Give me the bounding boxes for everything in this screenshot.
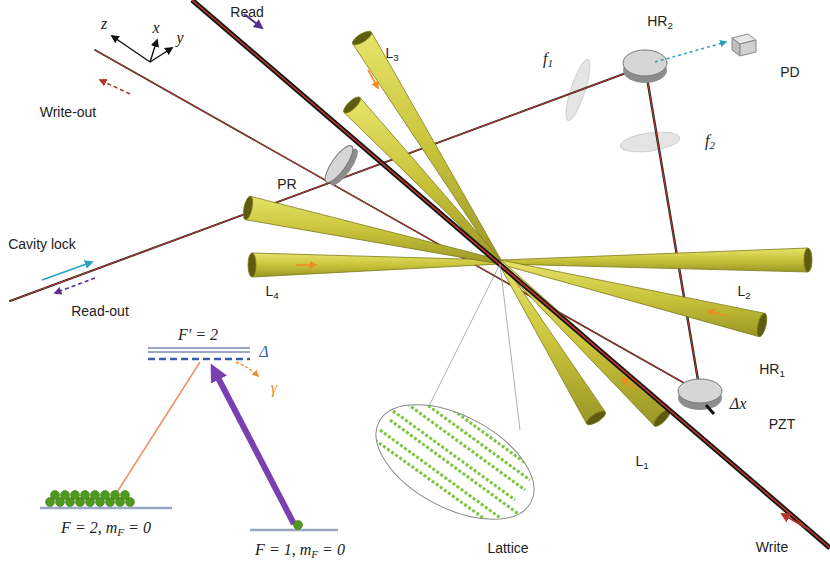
- part-label: HR1: [759, 362, 785, 379]
- part-label: HR2: [647, 14, 673, 31]
- part-label: F = 2, mF = 0: [61, 520, 151, 539]
- part-label: x: [152, 20, 159, 36]
- part-label: f2: [705, 133, 715, 152]
- part-label: L1: [635, 454, 648, 471]
- part-label: PD: [780, 65, 799, 79]
- part-label: F = 1, mF = 0: [255, 542, 345, 561]
- part-label: Δ: [259, 344, 268, 360]
- part-label: L4: [265, 284, 278, 301]
- part-label: y: [176, 30, 183, 46]
- part-label: Lattice: [487, 541, 528, 555]
- part-label: PR: [277, 177, 296, 191]
- part-label: f1: [543, 51, 553, 70]
- part-label: Write-out: [40, 105, 97, 119]
- part-label: L3: [385, 46, 398, 63]
- part-label: Write: [756, 540, 788, 554]
- part-label: Δx: [730, 396, 747, 412]
- part-label: F′ = 2: [178, 327, 218, 343]
- part-label: L2: [737, 284, 750, 301]
- part-label: γ: [271, 380, 277, 396]
- part-label: Read-out: [71, 304, 129, 318]
- part-label: z: [101, 16, 107, 32]
- part-label: Cavity lock: [8, 237, 76, 251]
- part-label: Read: [230, 5, 263, 19]
- part-label: PZT: [769, 417, 795, 431]
